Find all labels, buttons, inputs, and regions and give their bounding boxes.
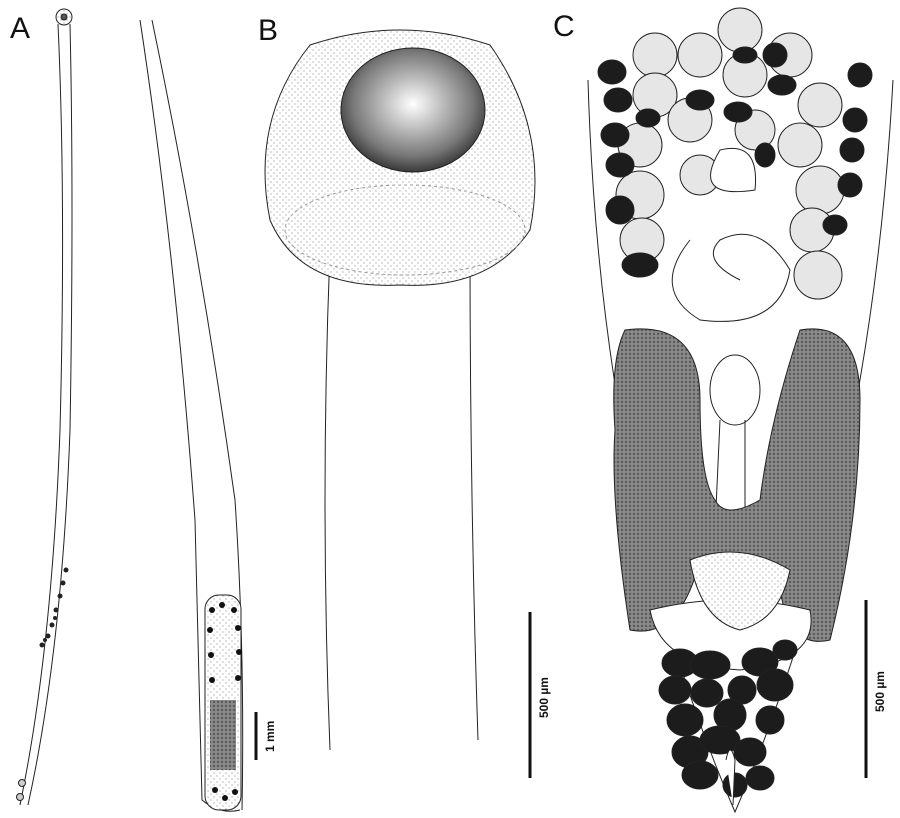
egg-cells [615, 7, 845, 300]
posterior-vitellaria [658, 639, 798, 798]
oral-sucker [340, 47, 486, 173]
scale-label-a: 1 mm [263, 720, 277, 752]
scale-label-b: 500 µm [537, 677, 551, 718]
panel-label-c: C [553, 10, 575, 43]
panel-c-posterior-end [587, 7, 894, 814]
panel-a-worm-anterior [16, 8, 73, 806]
excretory-pore [725, 749, 736, 806]
panel-label-a: A [10, 12, 31, 45]
vitelline-glands [597, 42, 873, 278]
scale-label-c: 500 µm [873, 671, 887, 712]
egg-cluster [39, 567, 69, 648]
ovary-lobes [613, 328, 861, 642]
panel-b-anterior-end [264, 29, 536, 751]
panel-label-b: B [258, 14, 279, 47]
panel-a-worm-posterior [139, 19, 244, 812]
